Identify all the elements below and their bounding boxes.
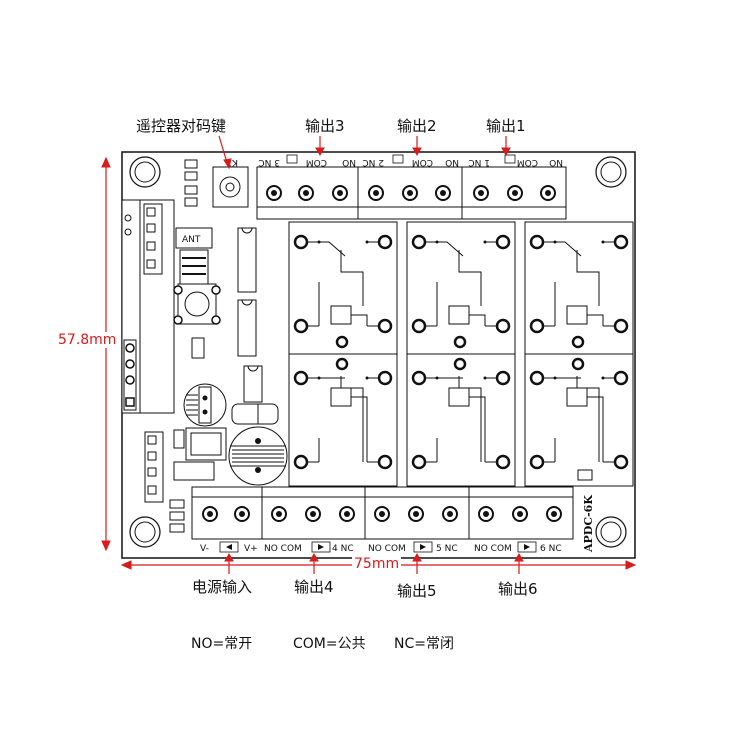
terminal-block-out2 [357, 166, 463, 220]
ic-2 [237, 299, 257, 357]
label-output-6: 输出6 [498, 580, 538, 598]
bottom-silkscreen: V- V+ NO COM 4 NC NO COM 5 NC NO COM 6 N… [200, 469, 595, 554]
silk-3nc: 3 NC [258, 157, 280, 167]
header-pins-lower-left [144, 429, 185, 533]
silk-com2: COM [412, 157, 433, 167]
relay-1 [288, 221, 398, 355]
capacitor-1 [183, 383, 227, 427]
silk-v-plus: V+ [244, 544, 258, 554]
silk-no-com-4: NO COM [264, 544, 302, 554]
pairing-button-k1 [212, 166, 249, 208]
silk-model: APDC-6K [582, 495, 595, 553]
silk-no3: NO [342, 157, 356, 167]
receiver-module [121, 199, 175, 414]
relay-5 [406, 353, 516, 487]
label-output-5: 输出5 [397, 582, 437, 600]
mounting-hole-bl [129, 516, 161, 548]
relay-grid [288, 221, 634, 487]
silk-5nc: 5 NC [436, 544, 458, 554]
terminal-block-out1 [461, 166, 567, 220]
smd-parts-top-left [184, 159, 198, 207]
terminal-block-out5 [364, 486, 470, 540]
small-parts-mid [191, 337, 279, 425]
dimension-width-label: 75mm [352, 556, 402, 572]
silk-no1: NO [549, 157, 563, 167]
antenna-coil: ANT [175, 227, 213, 285]
relay-6 [524, 353, 634, 487]
silk-1nc: 1 NC [468, 157, 490, 167]
terminal-block-power [191, 486, 263, 540]
ic-1 [237, 227, 257, 293]
dimension-height [101, 156, 111, 552]
relay-4 [288, 353, 398, 487]
silk-ant: ANT [182, 235, 201, 245]
bridge-rectifier [173, 427, 227, 481]
label-power-input: 电源输入 [192, 578, 253, 596]
silk-com1: COM [517, 157, 538, 167]
label-output-4: 输出4 [294, 578, 334, 596]
ic-3 [243, 365, 263, 403]
legend-com: COM=公共 [293, 636, 366, 652]
tactile-switch [173, 283, 221, 325]
silk-no-com-5: NO COM [368, 544, 406, 554]
label-output-2: 输出2 [397, 117, 437, 135]
silk-no2: NO [445, 157, 459, 167]
silk-no-com-6: NO COM [474, 544, 512, 554]
mounting-hole-br [595, 516, 627, 548]
terminal-block-out4 [261, 486, 366, 540]
label-pairing-key: 遥控器对码键 [136, 117, 227, 135]
relay-2 [406, 221, 516, 355]
silk-v-minus: V- [200, 544, 209, 554]
label-output-3: 输出3 [305, 117, 345, 135]
top-silkscreen: 3 NC COM NO 2 NC COM NO 1 NC COM NO K1 [226, 154, 563, 167]
silk-k1: K1 [226, 157, 238, 167]
callout-arrows [218, 135, 524, 574]
mounting-hole-tr [595, 156, 627, 188]
silk-6nc: 6 NC [540, 544, 562, 554]
mounting-hole-tl [129, 156, 161, 188]
silk-com3: COM [306, 157, 327, 167]
silk-2nc: 2 NC [362, 157, 384, 167]
silk-4nc: 4 NC [332, 544, 354, 554]
relay-3 [524, 221, 634, 355]
legend-no: NO=常开 [191, 636, 253, 652]
legend-nc: NC=常闭 [394, 636, 454, 652]
terminal-block-out3 [256, 166, 359, 220]
terminal-block-out6 [468, 486, 574, 540]
label-output-1: 输出1 [486, 117, 526, 135]
dimension-height-label: 57.8mm [58, 332, 117, 348]
capacitor-2 [228, 426, 288, 486]
